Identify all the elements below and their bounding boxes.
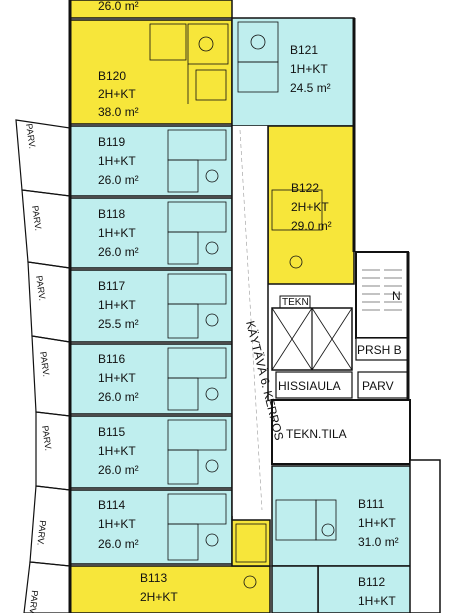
top-partial-area: 26.0 m² (98, 0, 139, 13)
unit-b116 (69, 343, 233, 415)
b115-area: 26.0 m² (98, 463, 139, 477)
prsh-label: PRSH B (357, 343, 402, 357)
b111-id: B111 (358, 497, 385, 511)
balcony-label-2: PARV. (30, 205, 43, 232)
b120-id: B120 (98, 69, 126, 83)
b116-id: B116 (98, 352, 125, 366)
b113-type: 2H+KT (140, 590, 178, 604)
unit-b113 (69, 565, 271, 613)
unit-b122 (267, 125, 355, 285)
balcony-label-7: PARV. (27, 590, 40, 613)
apartment-fills (69, 0, 439, 613)
b117-type: 1H+KT (98, 298, 136, 312)
b112-type: 1H+KT (358, 594, 396, 608)
stair-north-label: N (392, 289, 401, 303)
corridor (231, 126, 269, 520)
unit-b120 (69, 19, 233, 125)
unit-b113-ext (231, 519, 271, 567)
b119-id: B119 (98, 135, 125, 149)
b116-type: 1H+KT (98, 371, 136, 385)
interior-details (149, 21, 337, 589)
b121-id: B121 (290, 43, 318, 57)
unit-b121 (231, 17, 355, 127)
b111-type: 1H+KT (358, 516, 396, 530)
b118-type: 1H+KT (98, 226, 136, 240)
b118-id: B118 (98, 207, 125, 221)
b121-area: 24.5 m² (290, 81, 331, 95)
b121-type: 1H+KT (290, 62, 328, 76)
b114-id: B114 (98, 498, 125, 512)
b122-area: 29.0 m² (291, 219, 332, 233)
b114-area: 26.0 m² (98, 537, 139, 551)
balcony-labels: PARV. PARV. PARV. PARV. PARV. PARV. PARV… (24, 123, 53, 613)
b118-area: 26.0 m² (98, 245, 139, 259)
service-core (271, 251, 441, 613)
parv-small-label: PARV (362, 379, 394, 393)
balcony-label-1: PARV. (24, 123, 37, 150)
unit-b117 (69, 269, 233, 343)
apartment-labels: B120 2H+KT 38.0 m² B121 1H+KT 24.5 m² B1… (98, 43, 399, 608)
tekn-tila-label: TEKN.TILA (286, 427, 347, 441)
b114-type: 1H+KT (98, 517, 136, 531)
balcony-label-5: PARV. (40, 425, 53, 452)
outer-walls (68, 0, 410, 613)
b111-area: 31.0 m² (358, 535, 399, 549)
b120-type: 2H+KT (98, 87, 136, 101)
b116-area: 26.0 m² (98, 390, 139, 404)
b117-area: 25.5 m² (98, 317, 139, 331)
unit-b115 (69, 415, 233, 489)
b119-type: 1H+KT (98, 154, 136, 168)
unit-b118 (69, 197, 233, 269)
b115-type: 1H+KT (98, 444, 136, 458)
unit-b119 (69, 125, 233, 197)
b112-id: B112 (358, 575, 385, 589)
b120-area: 38.0 m² (98, 105, 139, 119)
balcony-label-6: PARV. (35, 520, 48, 546)
unit-b114 (69, 489, 233, 565)
unit-top-partial (69, 0, 233, 19)
balcony-label-4: PARV. (38, 351, 51, 378)
b122-id: B122 (291, 181, 319, 195)
tekn-small-label: TEKN (282, 297, 309, 308)
balcony-label-3: PARV. (34, 275, 47, 302)
b115-id: B115 (98, 425, 125, 439)
b117-id: B117 (98, 279, 125, 293)
elevator-lobby-label: HISSIAULA (278, 379, 341, 393)
unit-b112-ext (271, 565, 319, 613)
b119-area: 26.0 m² (98, 173, 139, 187)
b122-type: 2H+KT (291, 200, 329, 214)
b113-id: B113 (140, 571, 167, 585)
